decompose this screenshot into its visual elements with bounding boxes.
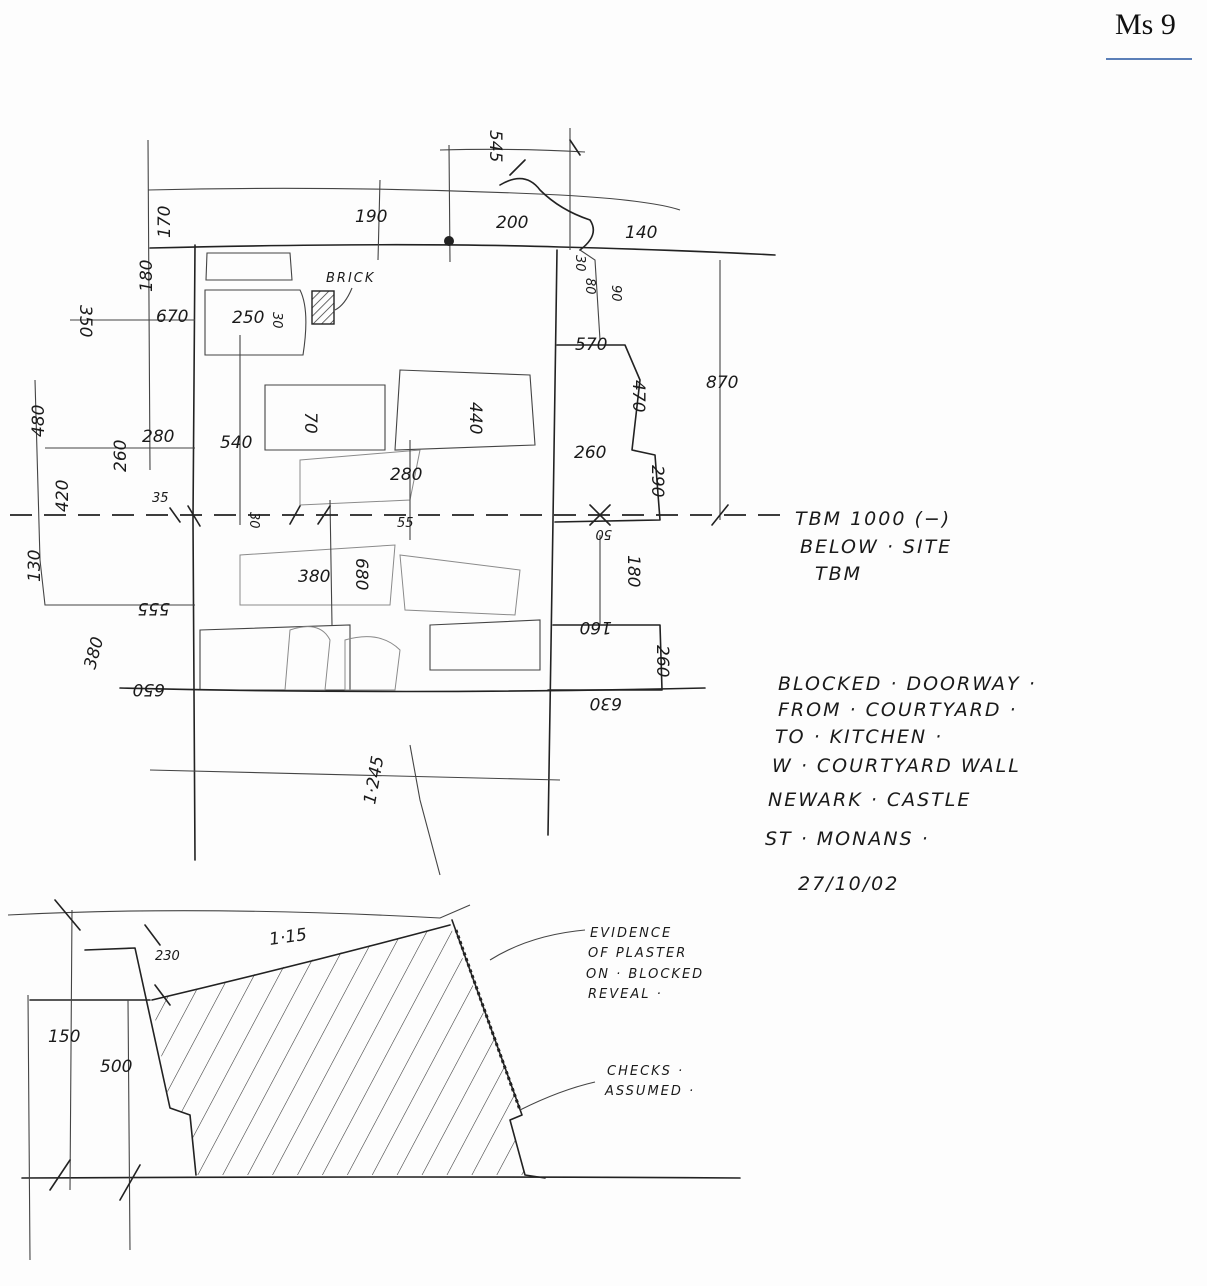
dimension-label: 190 [355, 207, 387, 227]
dimension-label: 470 [628, 380, 648, 412]
elevation-dimension-labels: 170 190 545 200 140 180 350 670 250 30 3… [25, 130, 738, 806]
title-line: TO · KITCHEN · [775, 726, 943, 748]
plaster-note-line: EVIDENCE [590, 926, 672, 941]
elevation-outline [10, 128, 780, 876]
dimension-label: 260 [652, 645, 672, 677]
title-block: BLOCKED · DOORWAY · FROM · COURTYARD · T… [765, 673, 1037, 895]
dimension-label: 260 [574, 443, 606, 463]
dimension-label: 500 [100, 1057, 132, 1077]
brick-label: BRICK [326, 271, 375, 286]
title-line: ST · MONANS · [765, 828, 930, 850]
dimension-label: 180 [623, 555, 643, 587]
dimension-label: 170 [155, 206, 175, 238]
section-plan [7, 899, 741, 1261]
dimension-label: 670 [156, 307, 188, 327]
checks-note-line: ASSUMED · [604, 1084, 695, 1099]
dimension-label: 350 [75, 305, 95, 337]
dimension-label: 650 [133, 679, 165, 699]
dimension-label: 90 [608, 285, 623, 302]
dimension-label: 150 [48, 1027, 80, 1047]
dimension-label: 290 [647, 465, 667, 497]
date-label: 27/10/02 [798, 873, 899, 895]
dimension-label: 50 [595, 526, 612, 541]
dimension-label: 260 [111, 440, 131, 472]
dimension-label: 130 [25, 550, 45, 582]
tbm-note-line: TBM 1000 (−) [795, 508, 951, 530]
dimension-label: 30 [269, 312, 284, 329]
dimension-label: 570 [575, 335, 607, 355]
dimension-label: 545 [485, 130, 505, 162]
annotations: BRICK TBM 1000 (−) BELOW · SITE TBM EVID… [326, 271, 952, 1099]
checks-note-line: CHECKS · [607, 1064, 684, 1079]
dimension-label: 480 [29, 405, 49, 437]
dimension-label: 160 [580, 617, 612, 637]
dimension-label: 140 [625, 223, 657, 243]
dimension-label: 280 [390, 465, 422, 485]
page-number-underline [1106, 58, 1192, 60]
title-line: BLOCKED · DOORWAY · [778, 673, 1037, 695]
dimension-label: 680 [351, 558, 371, 590]
page-number-label: Ms 9 [1115, 8, 1176, 41]
dimension-label: 630 [590, 693, 622, 713]
dimension-label: 80 [582, 278, 597, 295]
brick-marker [311, 290, 335, 325]
dimension-label: 420 [53, 480, 73, 512]
dimension-label: 540 [220, 433, 252, 453]
plaster-note-line: ON · BLOCKED [586, 967, 704, 982]
dimension-label: 200 [496, 213, 528, 233]
plaster-evidence-mark [454, 929, 522, 1111]
title-line: NEWARK · CASTLE [768, 789, 971, 811]
plaster-note-line: REVEAL · [588, 987, 663, 1002]
dimension-label: 440 [465, 402, 485, 434]
title-line: FROM · COURTYARD · [778, 699, 1018, 721]
dimension-label: 280 [142, 427, 174, 447]
plaster-note-line: OF PLASTER [588, 946, 687, 961]
dimension-label: 380 [298, 567, 330, 587]
dimension-label: 30 [246, 512, 261, 529]
dimension-label: 230 [155, 949, 180, 964]
dimension-label: 30 [572, 255, 587, 272]
tbm-note-line: BELOW · SITE [800, 536, 952, 558]
dimension-label: 1·15 [268, 925, 308, 950]
datum-point-marker [444, 236, 454, 246]
dimension-label: 870 [706, 373, 738, 393]
dimension-label: 55 [397, 516, 414, 531]
dimension-label: 70 [300, 412, 320, 434]
dimension-label: 250 [232, 308, 264, 328]
dimension-label: 35 [152, 491, 169, 506]
dimension-label: 180 [137, 260, 157, 292]
dimension-label: 1·245 [360, 754, 388, 805]
blocked-infill-hatch [152, 925, 525, 1175]
tbm-note-line: TBM [815, 563, 862, 585]
title-line: W · COURTYARD WALL [772, 755, 1021, 777]
plan-dimension-labels: 1·15 230 150 500 [48, 925, 308, 1077]
dimension-label: 555 [138, 598, 170, 618]
dimension-label: 380 [81, 635, 109, 672]
